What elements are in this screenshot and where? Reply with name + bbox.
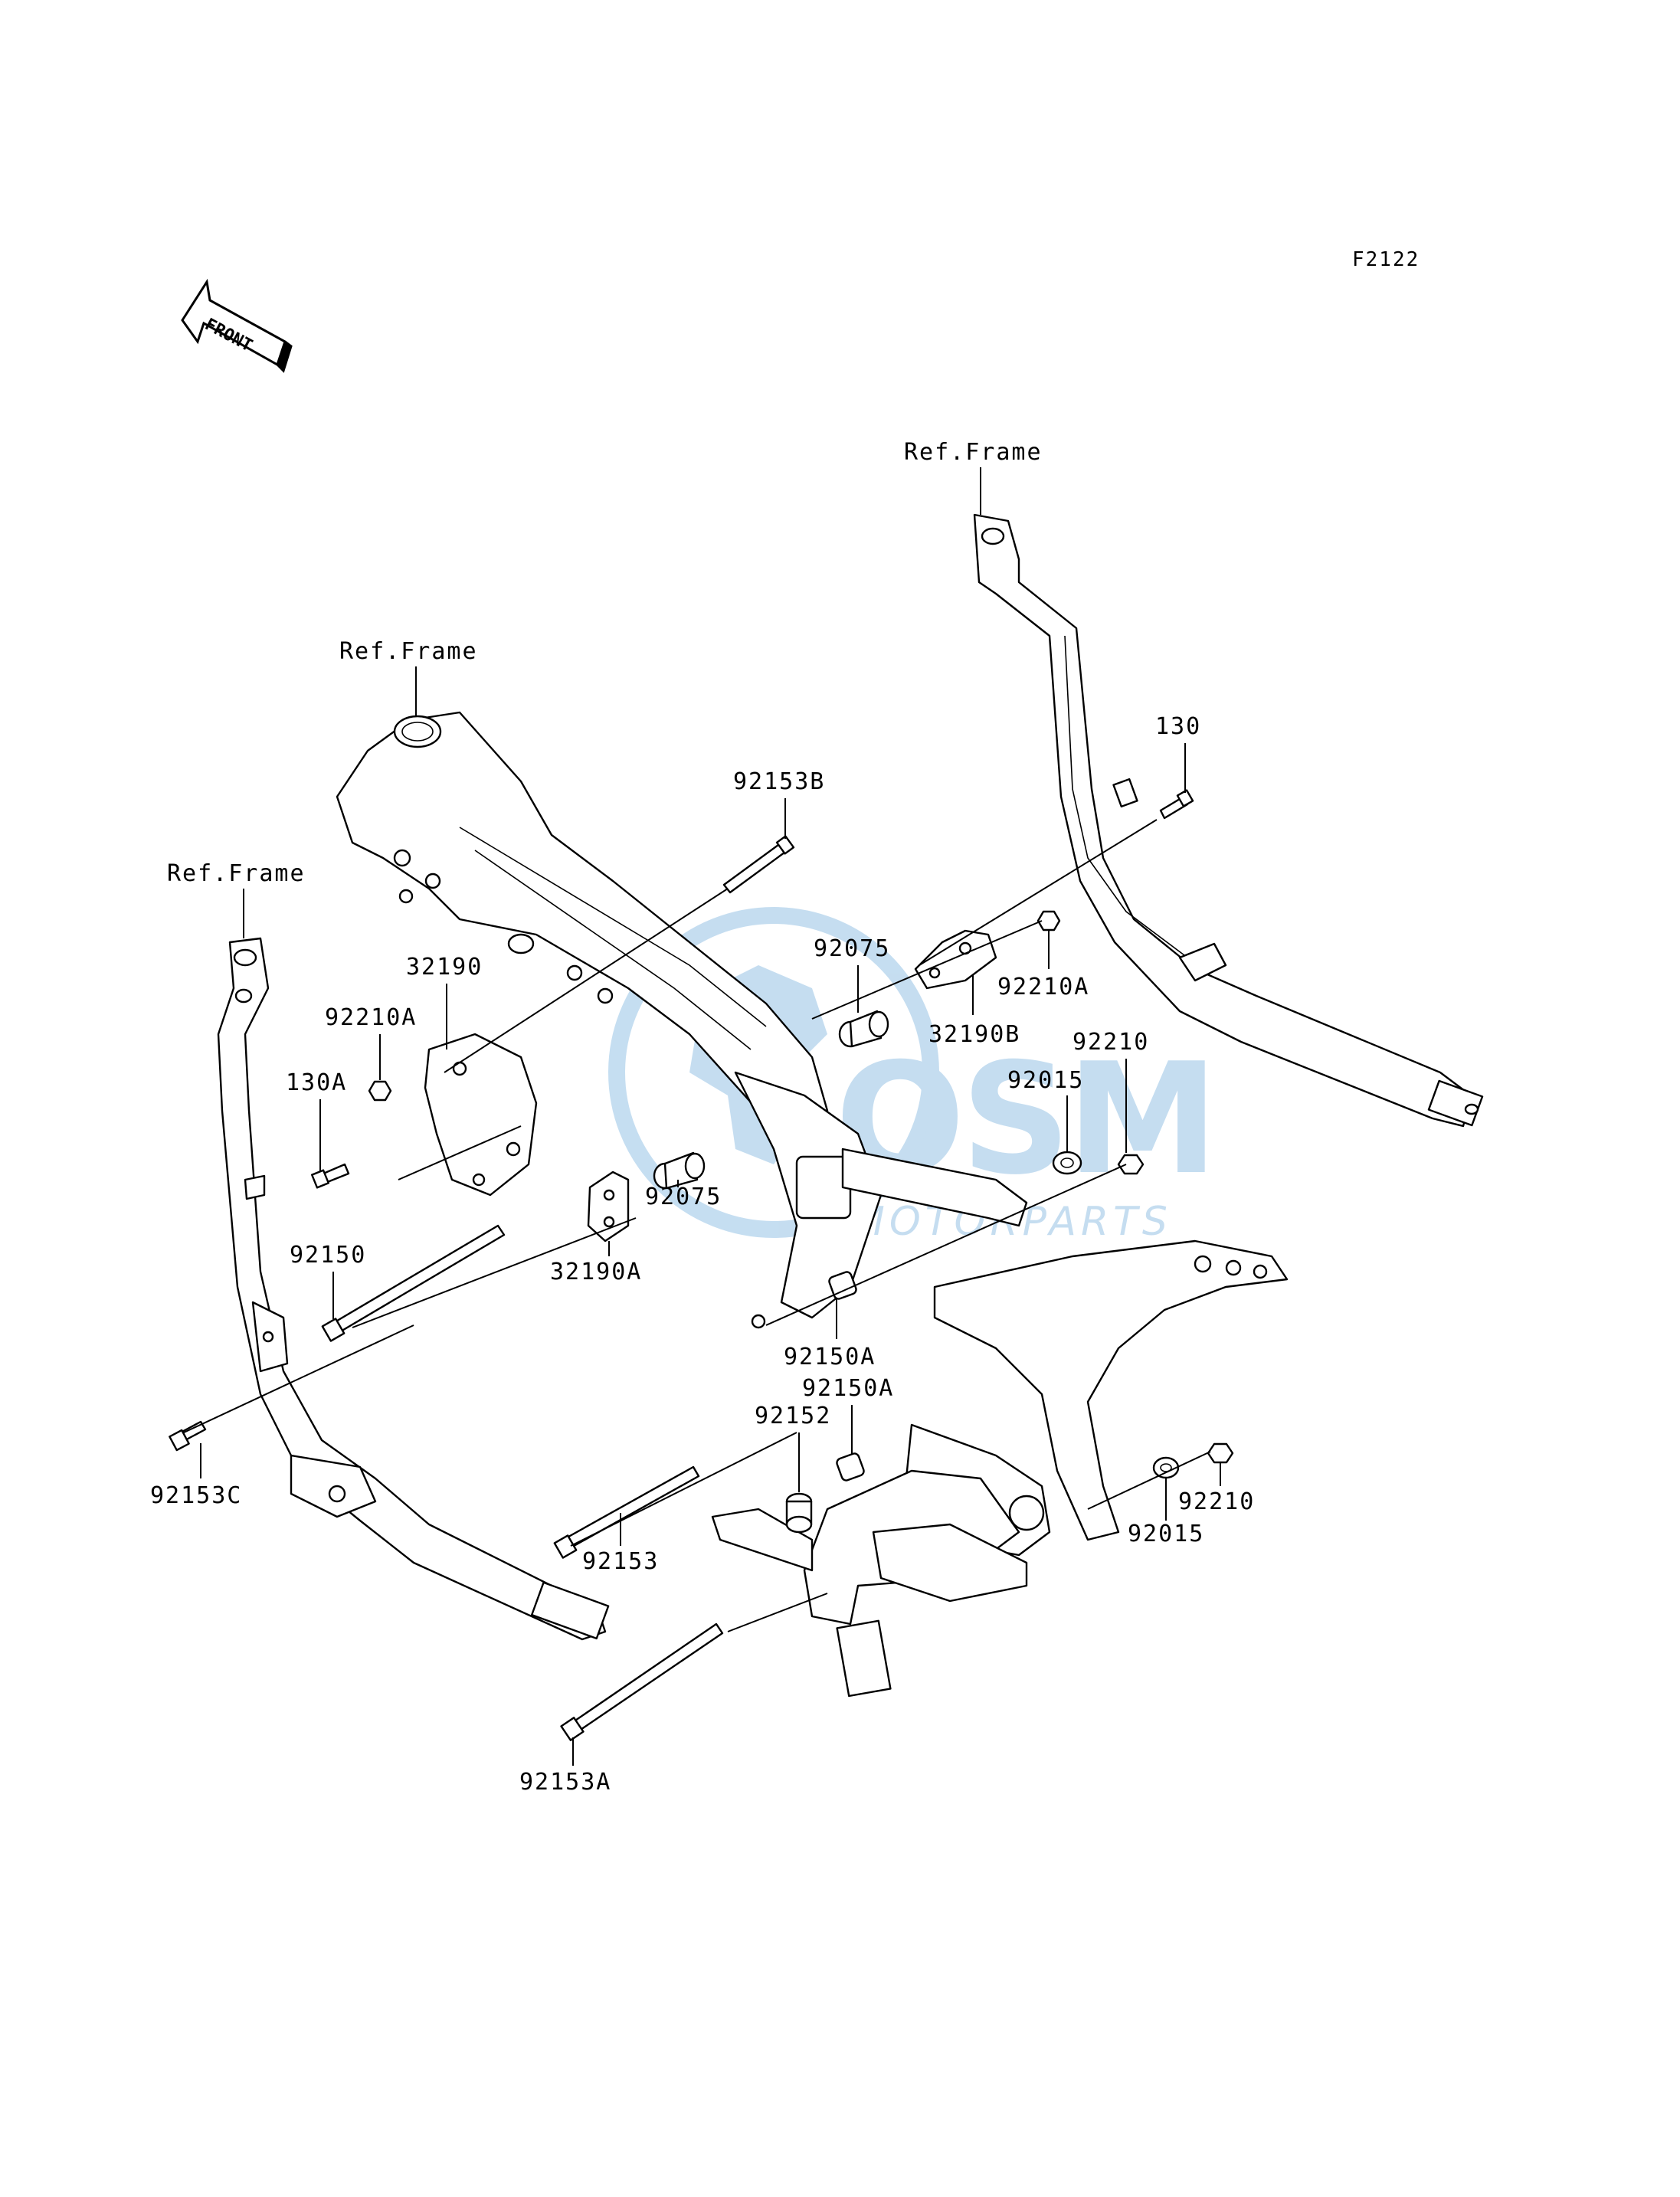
bushing-92075-upper: [838, 1010, 889, 1048]
bracket-32190: [424, 1033, 538, 1197]
bolt-130: [1159, 789, 1194, 820]
ref-frame-left: Ref.Frame: [167, 860, 306, 887]
label-92210a-left: 92210A: [325, 1004, 417, 1031]
label-92015-upper: 92015: [1007, 1067, 1084, 1094]
watermark-globe: [608, 907, 939, 1238]
right-frame-rail: [973, 513, 1484, 1128]
label-92153a: 92153A: [519, 1769, 611, 1796]
bolt-92153: [553, 1465, 700, 1559]
label-92150a-lower: 92150A: [802, 1375, 894, 1402]
label-92150: 92150: [290, 1242, 366, 1269]
label-32190a: 32190A: [550, 1259, 642, 1285]
label-92153: 92153: [582, 1548, 659, 1575]
front-arrow-shape: [181, 278, 287, 367]
bracket-32190a: [587, 1171, 630, 1243]
collar-92152: [785, 1492, 813, 1534]
ref-frame-top-right: Ref.Frame: [904, 439, 1043, 466]
bushing-92150a-lower: [836, 1452, 865, 1482]
bolt-92153b: [722, 835, 795, 894]
figure-code: F2122: [1352, 248, 1420, 271]
left-frame-rail: [217, 937, 610, 1641]
ref-frame-center: Ref.Frame: [339, 638, 478, 665]
washer-92015-lower: [1152, 1456, 1180, 1479]
label-92152: 92152: [755, 1403, 831, 1429]
label-92210-lower: 92210: [1178, 1488, 1255, 1515]
rear-cradle: [711, 1239, 1289, 1698]
bolt-92150: [321, 1224, 506, 1342]
center-frame: [336, 711, 1028, 1329]
label-92153c: 92153C: [150, 1482, 242, 1509]
bolt-92153c: [169, 1420, 207, 1452]
front-arrow-shadow: [276, 340, 293, 373]
bushing-92075-lower: [653, 1151, 706, 1190]
label-92075-upper: 92075: [814, 935, 890, 962]
label-32190: 32190: [406, 954, 483, 981]
front-arrow: FRONT: [181, 278, 293, 373]
label-92075-lower: 92075: [645, 1184, 722, 1210]
label-92210-upper: 92210: [1073, 1029, 1149, 1056]
label-92150a-upper: 92150A: [784, 1344, 876, 1370]
label-92210a-right: 92210A: [997, 974, 1089, 1000]
label-32190b: 32190B: [928, 1021, 1020, 1048]
label-130a: 130A: [286, 1069, 347, 1096]
label-92153b: 92153B: [733, 768, 825, 795]
bolt-92153a: [560, 1622, 724, 1741]
washer-92015-upper: [1052, 1151, 1082, 1175]
bracket-32190b: [914, 929, 997, 990]
nut-92210-lower: [1207, 1442, 1234, 1464]
nut-92210a-right: [1036, 910, 1061, 932]
head-tube: [393, 715, 442, 748]
nut-92210a-left: [368, 1080, 392, 1102]
label-92015-lower: 92015: [1128, 1521, 1204, 1547]
label-130: 130: [1155, 713, 1201, 740]
bushing-92150a-upper: [828, 1271, 857, 1300]
nut-92210-upper: [1117, 1154, 1145, 1175]
assembly-guides: [183, 819, 1211, 1632]
bolt-130a: [311, 1163, 350, 1189]
